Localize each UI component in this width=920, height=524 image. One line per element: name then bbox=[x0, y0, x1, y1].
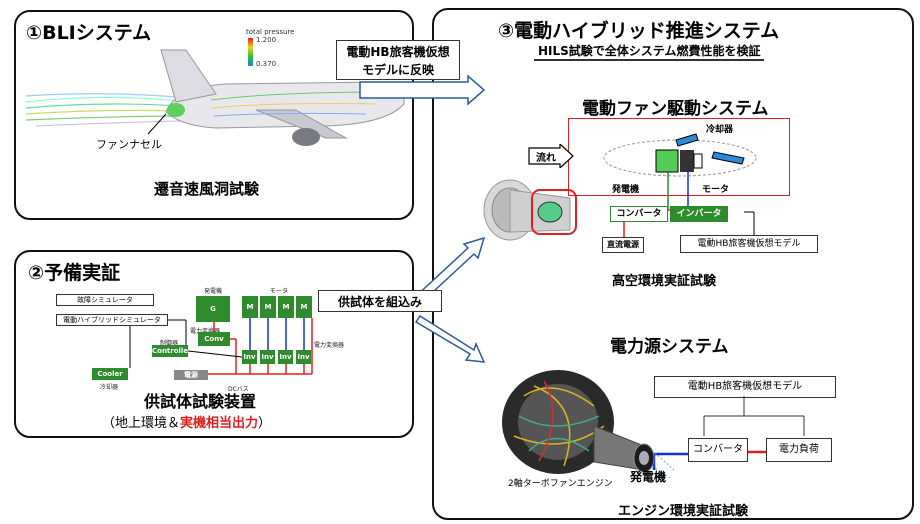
converter-box: コンバータ bbox=[610, 206, 668, 222]
controller-block: Controller bbox=[152, 345, 192, 357]
flow-label: 流れ bbox=[536, 153, 556, 164]
panel1-caption: 遷音速風洞試験 bbox=[154, 180, 260, 198]
legend-colorbar bbox=[248, 38, 253, 66]
tail-fin bbox=[160, 49, 217, 103]
panel1-title: ①BLIシステム bbox=[26, 22, 152, 44]
lower-diagonal-arrow bbox=[414, 314, 486, 363]
diagram-wiring bbox=[129, 318, 313, 375]
inv-block-4: Inv bbox=[296, 350, 311, 364]
panel3-title: ③電動ハイブリッド推進システム bbox=[498, 20, 780, 42]
dc-power-box: 直流電源 bbox=[602, 237, 644, 253]
callout-line-2: モデルに反映 bbox=[361, 63, 434, 77]
altitude-caption: 高空環境実証試験 bbox=[612, 274, 717, 289]
fan-nacelle-glow bbox=[167, 103, 185, 117]
fan-engine-image bbox=[483, 179, 577, 241]
inv-block-3: Inv bbox=[278, 350, 293, 364]
callout-integrate-specimen: 供試体を組込み bbox=[318, 290, 442, 312]
fan-nacelle-label: ファンナセル bbox=[96, 138, 162, 151]
engine-caption: エンジン環境実証試験 bbox=[618, 504, 749, 519]
inverter-box: インバータ bbox=[670, 206, 728, 222]
inv-block-1: Inv bbox=[242, 350, 257, 364]
legend-min: 0.370 bbox=[256, 60, 277, 68]
converter-box-2: コンバータ bbox=[688, 438, 748, 462]
power-system-wiring bbox=[652, 396, 805, 470]
motor-label: モータ bbox=[702, 185, 730, 195]
panel2-title: ②予備実証 bbox=[28, 262, 121, 284]
generator-block: G bbox=[196, 296, 230, 322]
test-rig-diagram: 故障シミュレータ 電動ハイブリッドシミュレータ 発電機 G モータ M M M … bbox=[56, 288, 396, 398]
motor-block-2: M bbox=[260, 296, 276, 318]
generator-label: 発電機 bbox=[612, 185, 640, 195]
fan-system-title: 電動ファン駆動システム bbox=[582, 99, 769, 119]
engine-label: 2軸ターボファンエンジン bbox=[508, 479, 613, 489]
virtual-model-box-2: 電動HB旅客機仮想モデル bbox=[654, 376, 836, 398]
legend-title: total pressure bbox=[246, 28, 295, 36]
dc-bus-label: DCバス bbox=[228, 386, 249, 393]
sub-suffix: ） bbox=[258, 416, 272, 431]
virtual-model-box: 電動HB旅客機仮想モデル bbox=[680, 235, 818, 253]
callout-reflect-model: 電動HB旅客機仮想 モデルに反映 bbox=[336, 40, 460, 80]
panel-hybrid-propulsion: ③電動ハイブリッド推進システム HILS試験で全体システム燃費性能を検証 電動フ… bbox=[432, 8, 914, 520]
panel3-subtitle: HILS試験で全体システム燃費性能を検証 bbox=[534, 42, 765, 61]
flow-arrow-shape bbox=[528, 144, 574, 168]
motor-block-1: M bbox=[242, 296, 258, 318]
cooler-caption: 冷却器 bbox=[100, 384, 119, 391]
power-conv-label: 電力変換器 bbox=[314, 342, 345, 349]
turbofan-engine-image bbox=[502, 370, 674, 479]
cooler-block: Cooler bbox=[92, 368, 128, 380]
top-arrow bbox=[359, 74, 486, 106]
callout-mid-label: 供試体を組込み bbox=[337, 295, 422, 309]
sub-prefix: （地上環境＆ bbox=[102, 416, 181, 431]
panel2-subcaption: （地上環境＆実機相当出力） bbox=[102, 412, 271, 431]
cooler-label: 冷却器 bbox=[706, 125, 734, 135]
callout-line-1: 電動HB旅客機仮想 bbox=[346, 45, 450, 59]
conv-unit-label: 電力変換器 bbox=[190, 326, 220, 335]
generator-small-label: 発電機 bbox=[204, 288, 223, 295]
sub-emphasis: 実機相当出力 bbox=[180, 416, 259, 431]
power-system-title: 電力源システム bbox=[610, 337, 729, 357]
hybrid-simulator-box: 電動ハイブリッドシミュレータ bbox=[56, 314, 168, 326]
motor-block-3: M bbox=[278, 296, 294, 318]
motor-small-label: モータ bbox=[270, 288, 289, 295]
power-source-block: 電源 bbox=[174, 370, 208, 380]
engine-nacelle bbox=[292, 128, 320, 146]
legend-max: 1.200 bbox=[256, 36, 277, 44]
generator-label-2: 発電機 bbox=[630, 470, 667, 484]
panel2-caption: 供試体試験装置 bbox=[144, 392, 257, 411]
fault-simulator-box: 故障シミュレータ bbox=[56, 294, 154, 306]
motor-block-4: M bbox=[296, 296, 312, 318]
conv-block: Conv bbox=[198, 332, 230, 346]
panel-preliminary-demo: ②予備実証 故障シミュレータ 電動ハイブリッドシミュレータ 発電機 G モータ … bbox=[14, 250, 414, 438]
electric-load-box: 電力負荷 bbox=[766, 438, 832, 462]
inv-block-2: Inv bbox=[260, 350, 275, 364]
controller-top-label: 制御器 bbox=[160, 340, 179, 347]
